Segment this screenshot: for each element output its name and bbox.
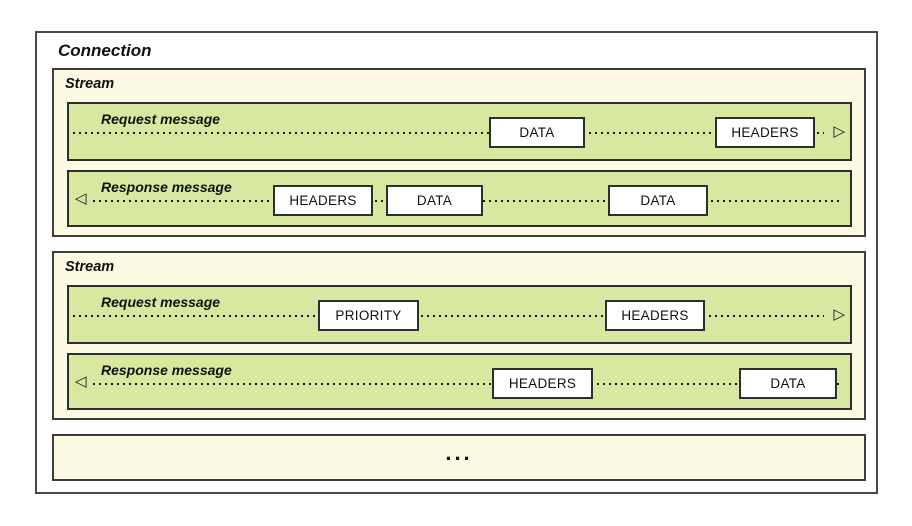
right-arrow-icon: ▷ (833, 304, 845, 323)
stream-2-response-label: Response message (101, 362, 232, 378)
stream-2-response-dotted-line (93, 383, 842, 385)
frame-data: DATA (489, 117, 585, 148)
stream-1-request-lane: Request message DATA HEADERS ▷ (67, 102, 852, 161)
frame-headers: HEADERS (605, 300, 705, 331)
stream-2-request-label: Request message (101, 294, 221, 310)
stream-2-request-dotted-line (73, 315, 824, 317)
stream-box-1: Stream Request message DATA HEADERS ▷ Re… (52, 68, 866, 237)
stream-2-label: Stream (65, 259, 115, 275)
stream-1-label: Stream (65, 76, 115, 92)
left-arrow-icon: ◁ (75, 188, 87, 207)
connection-box: Connection Stream Request message DATA H… (35, 31, 878, 494)
frame-headers: HEADERS (715, 117, 815, 148)
more-streams-box: ... (52, 434, 866, 481)
frame-headers: HEADERS (492, 368, 593, 399)
frame-priority: PRIORITY (318, 300, 419, 331)
stream-2-response-lane: Response message ◁ HEADERS DATA (67, 353, 852, 410)
more-streams-ellipsis: ... (445, 440, 473, 466)
right-arrow-icon: ▷ (833, 121, 845, 140)
frame-data: DATA (386, 185, 483, 216)
connection-label: Connection (58, 41, 152, 60)
left-arrow-icon: ◁ (75, 371, 87, 390)
stream-1-response-label: Response message (101, 179, 232, 195)
frame-data: DATA (739, 368, 837, 399)
stream-box-2: Stream Request message PRIORITY HEADERS … (52, 251, 866, 420)
stream-2-request-lane: Request message PRIORITY HEADERS ▷ (67, 285, 852, 344)
frame-headers: HEADERS (273, 185, 373, 216)
stream-1-request-label: Request message (101, 111, 221, 127)
stream-1-response-lane: Response message ◁ HEADERS DATA DATA (67, 170, 852, 227)
frame-data: DATA (608, 185, 708, 216)
stream-1-request-dotted-line (73, 132, 824, 134)
